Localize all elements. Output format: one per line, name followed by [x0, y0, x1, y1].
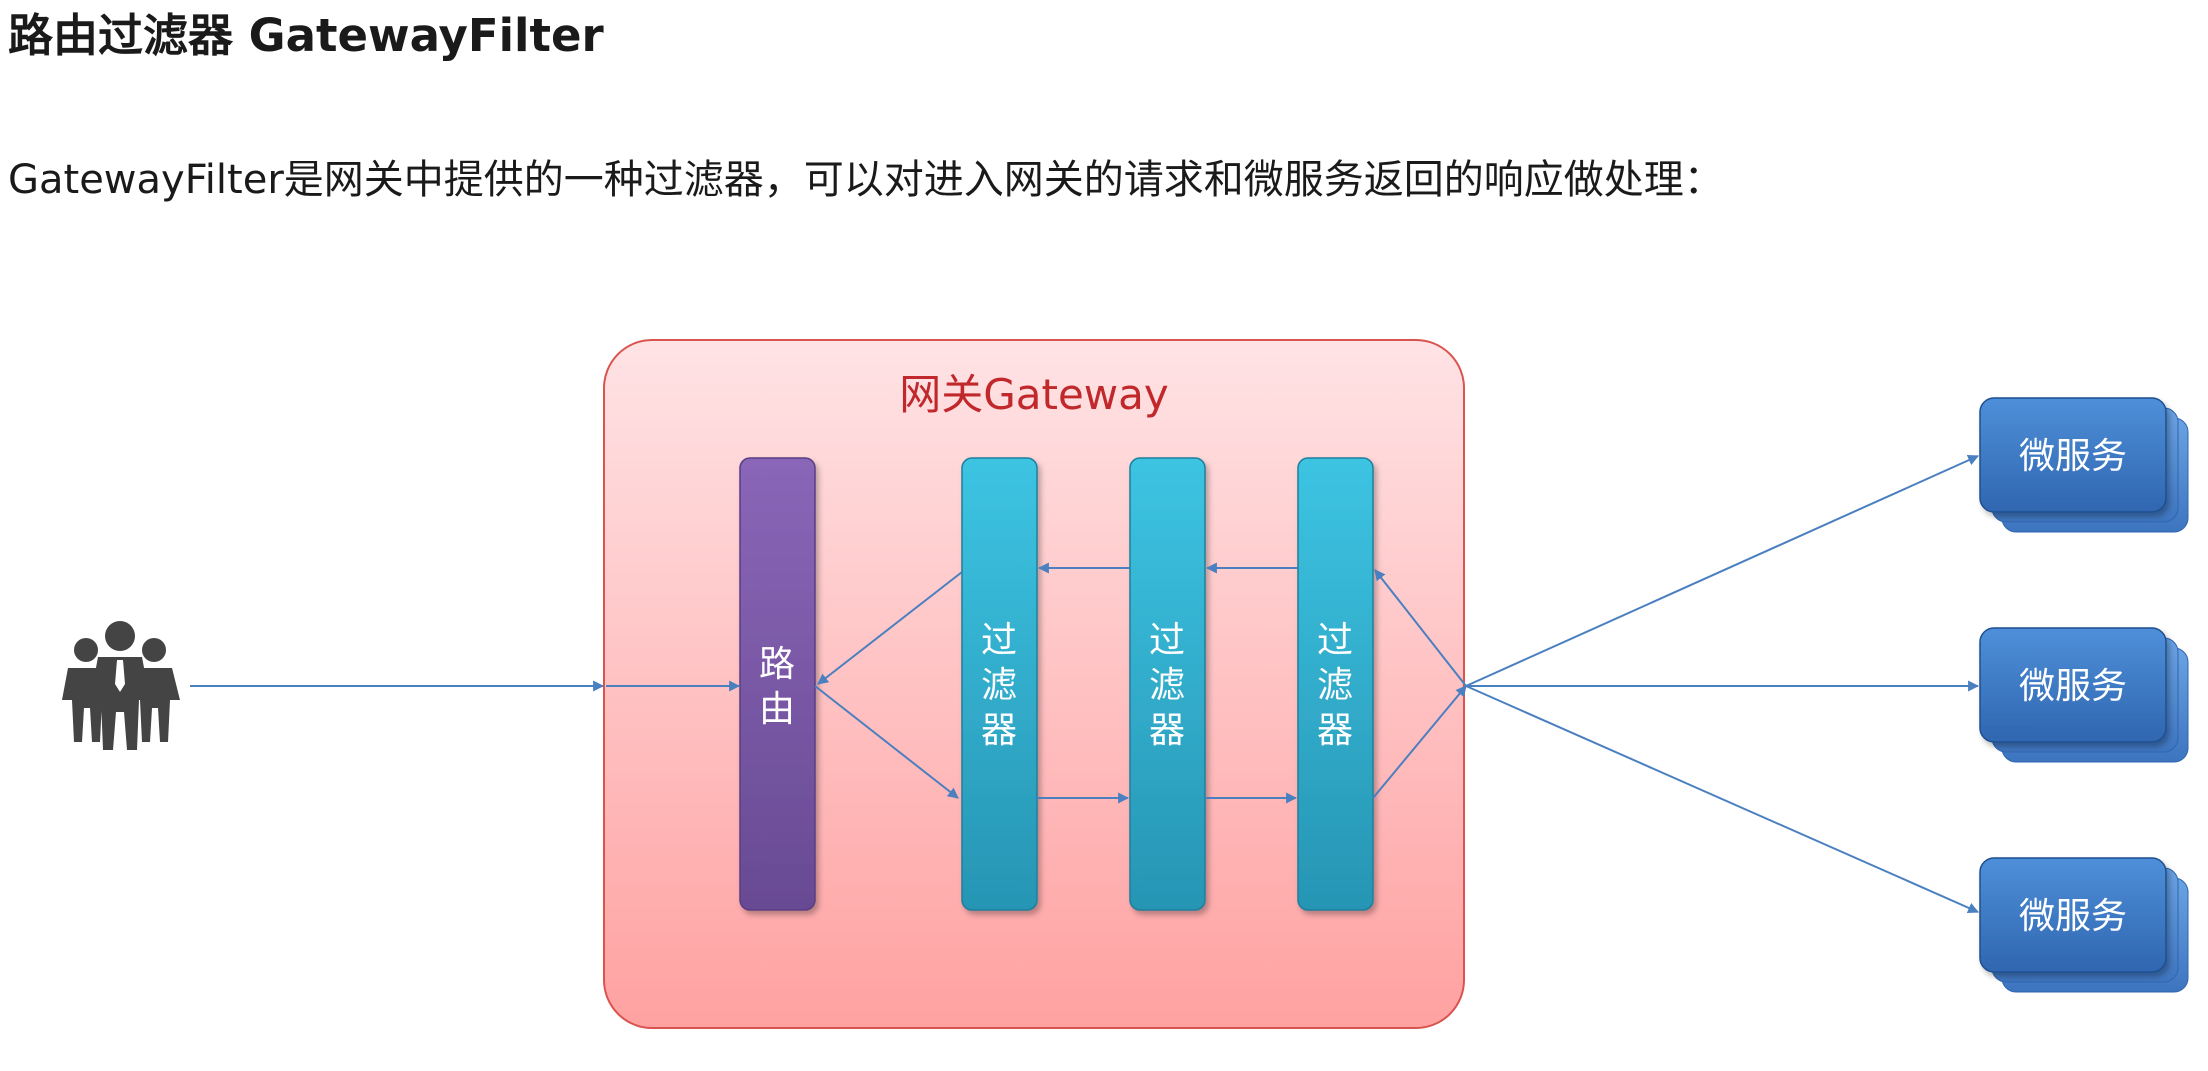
filter-2-label-char-1: 过	[1149, 620, 1185, 661]
filter-1-label-char-2: 滤	[981, 665, 1017, 706]
microservice-2-label: 微服务	[2019, 666, 2127, 707]
arrow-router-to-filter-1	[814, 685, 959, 799]
microservice-3: 微服务	[1979, 857, 2189, 993]
users-group-icon	[62, 621, 180, 750]
filter-3-label-char-2: 滤	[1317, 665, 1353, 706]
filter-3-label-char-3: 器	[1317, 710, 1353, 751]
router-label-char-1: 路	[759, 644, 795, 685]
router-column: 路 由	[739, 457, 816, 911]
arrow-filter-1-to-router-response	[817, 571, 963, 685]
filter-column-2: 过 滤 器	[1129, 457, 1206, 911]
microservice-1-label: 微服务	[2019, 436, 2127, 477]
router-label-char-2: 由	[759, 689, 795, 730]
filter-column-3: 过 滤 器	[1297, 457, 1374, 911]
filter-column-1: 过 滤 器	[961, 457, 1038, 911]
microservice-1: 微服务	[1979, 397, 2189, 533]
filter-1-label-char-1: 过	[981, 620, 1017, 661]
filter-3-label-char-1: 过	[1317, 620, 1353, 661]
filter-1-label-char-3: 器	[981, 710, 1017, 751]
arrow-hub-to-service-3	[1465, 685, 1980, 914]
filter-2-label-char-3: 器	[1149, 710, 1185, 751]
microservice-3-label: 微服务	[2019, 896, 2127, 937]
intro-paragraph: GatewayFilter是网关中提供的一种过滤器，可以对进入网关的请求和微服务…	[8, 157, 1724, 203]
microservice-2: 微服务	[1979, 627, 2189, 763]
filter-2-label-char-2: 滤	[1149, 665, 1185, 706]
arrow-hub-to-service-1	[1465, 455, 1980, 687]
page-title: 路由过滤器 GatewayFilter	[8, 9, 604, 62]
arrow-filter-3-to-hub	[1372, 685, 1467, 799]
gateway-label: 网关Gateway	[899, 370, 1169, 419]
flow-arrows	[190, 455, 1980, 914]
arrow-hub-to-filter-3-response	[1374, 569, 1467, 687]
